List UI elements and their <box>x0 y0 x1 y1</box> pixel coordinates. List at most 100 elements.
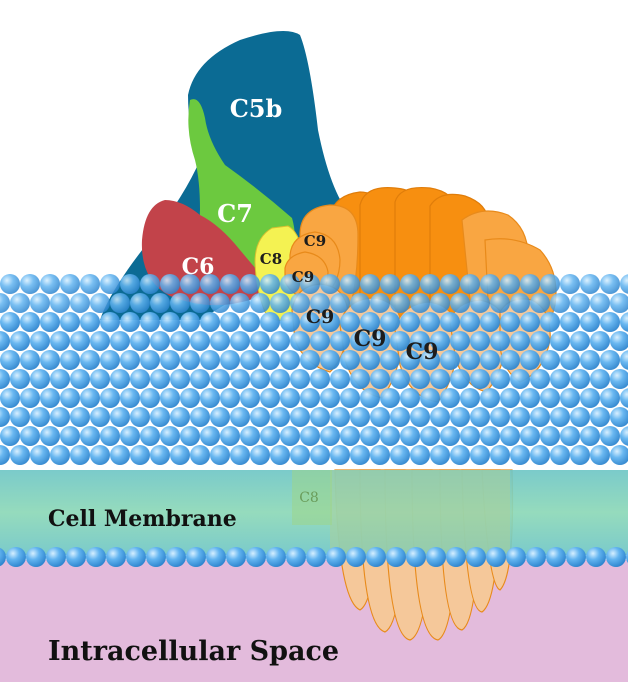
lipid-head <box>330 369 350 389</box>
lipid-head <box>490 369 510 389</box>
lipid-head <box>240 426 260 446</box>
lipid-head <box>60 350 80 370</box>
lipid-head <box>440 388 460 408</box>
label-c9-right: C9 <box>406 339 439 365</box>
lipid-head <box>320 312 340 332</box>
lipid-head <box>126 547 146 567</box>
lipid-head <box>330 407 350 427</box>
lipid-head <box>290 369 310 389</box>
lipid-head <box>430 293 450 313</box>
lipid-head <box>230 293 250 313</box>
lipid-head <box>480 388 500 408</box>
lipid-head <box>280 350 300 370</box>
lipid-head <box>20 350 40 370</box>
lipid-head <box>420 312 440 332</box>
lipid-head <box>600 312 620 332</box>
lipid-head <box>450 407 470 427</box>
lipid-head <box>590 445 610 465</box>
lipid-head <box>10 445 30 465</box>
lipid-head <box>80 274 100 294</box>
lipid-head <box>70 407 90 427</box>
lipid-head <box>120 350 140 370</box>
lipid-head <box>210 445 230 465</box>
lipid-head <box>490 331 510 351</box>
lipid-head <box>160 274 180 294</box>
lipid-head <box>160 312 180 332</box>
lipid-head <box>580 312 600 332</box>
lipid-head <box>470 293 490 313</box>
lipid-head <box>360 350 380 370</box>
lipid-head <box>310 293 330 313</box>
lipid-head <box>210 293 230 313</box>
lipid-head <box>180 312 200 332</box>
lipid-head <box>550 293 570 313</box>
lipid-head <box>280 312 300 332</box>
lipid-head <box>30 331 50 351</box>
lipid-head <box>90 293 110 313</box>
lipid-head <box>160 350 180 370</box>
lipid-head <box>460 426 480 446</box>
lipid-head <box>0 331 10 351</box>
lipid-head <box>270 369 290 389</box>
lipid-head <box>140 312 160 332</box>
lipid-head <box>540 350 560 370</box>
lipid-head <box>366 547 386 567</box>
lipid-head <box>530 369 550 389</box>
lipid-head <box>70 369 90 389</box>
lipid-head <box>560 312 580 332</box>
lipid-head <box>380 350 400 370</box>
lipid-head <box>280 426 300 446</box>
lipid-head <box>586 547 606 567</box>
lipid-head <box>350 407 370 427</box>
lipid-head <box>410 331 430 351</box>
lipid-head <box>150 331 170 351</box>
lipid-head <box>350 445 370 465</box>
lipid-head <box>580 274 600 294</box>
lipid-head <box>10 407 30 427</box>
lipid-head <box>186 547 206 567</box>
label-c6: C6 <box>182 254 215 280</box>
label-c9-center: C9 <box>354 326 387 352</box>
lipid-head <box>546 547 566 567</box>
lipid-head <box>620 388 628 408</box>
lipid-head <box>200 388 220 408</box>
lipid-head <box>270 293 290 313</box>
lipid-head <box>50 369 70 389</box>
lipid-head <box>520 350 540 370</box>
lipid-head <box>466 547 486 567</box>
lipid-head <box>530 293 550 313</box>
membrane-lower-leaflet <box>0 547 628 567</box>
lipid-head <box>620 426 628 446</box>
label-c9-left: C9 <box>306 306 334 328</box>
lipid-head <box>60 274 80 294</box>
lipid-head <box>110 407 130 427</box>
lipid-head <box>380 274 400 294</box>
lipid-head <box>550 407 570 427</box>
lipid-head <box>250 445 270 465</box>
lipid-head <box>0 426 20 446</box>
lipid-head <box>510 293 530 313</box>
label-c7: C7 <box>217 199 253 228</box>
lipid-head <box>290 331 310 351</box>
lipid-head <box>0 274 20 294</box>
lipid-head <box>380 426 400 446</box>
lipid-head <box>460 312 480 332</box>
lipid-head <box>120 426 140 446</box>
lipid-head <box>530 407 550 427</box>
lipid-head <box>520 274 540 294</box>
lipid-head <box>460 274 480 294</box>
pore-in-membrane <box>330 470 510 555</box>
lipid-head <box>180 274 200 294</box>
lipid-head <box>440 426 460 446</box>
lipid-head <box>0 369 10 389</box>
lipid-head <box>420 426 440 446</box>
lipid-head <box>10 331 30 351</box>
lipid-head <box>310 407 330 427</box>
lipid-head <box>150 293 170 313</box>
lipid-head <box>110 445 130 465</box>
lipid-head <box>70 293 90 313</box>
lipid-head <box>446 547 466 567</box>
lipid-head <box>390 293 410 313</box>
lipid-head <box>330 331 350 351</box>
lipid-head <box>550 331 570 351</box>
